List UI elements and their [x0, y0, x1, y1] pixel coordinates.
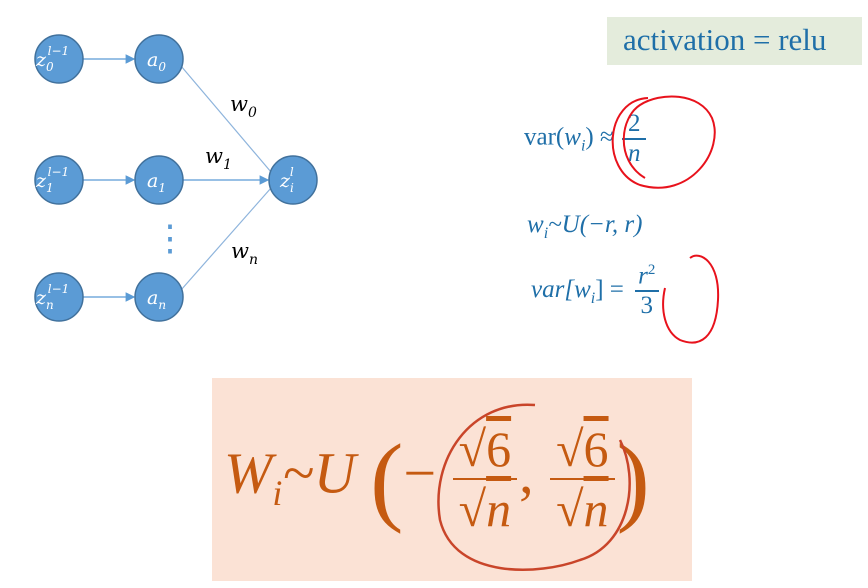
svg-text:zil: zil — [279, 165, 294, 195]
weight-wn: wn — [231, 239, 258, 268]
node-a1: a1 — [134, 155, 184, 205]
svg-text:znl−1: znl−1 — [35, 282, 69, 312]
svg-text:z1l−1: z1l−1 — [35, 165, 69, 195]
edge-a0-zi — [180, 65, 272, 173]
activation-label: activation = relu — [623, 22, 827, 57]
node-zn: znl−1 — [34, 272, 84, 322]
node-an: an — [134, 272, 184, 322]
he-init-equation: Wi~U (− √6√n, √6√n) — [224, 421, 650, 537]
node-z1: z1l−1 — [34, 155, 84, 205]
svg-text:a1: a1 — [147, 170, 166, 195]
svg-text:z0l−1: z0l−1 — [35, 44, 69, 74]
svg-text:an: an — [147, 287, 166, 312]
ellipsis-dots: ⋮ — [152, 218, 188, 259]
node-zi: zil — [268, 155, 318, 205]
weight-w1: w1 — [205, 144, 232, 173]
weight-w0: w0 — [230, 92, 257, 121]
node-z0: z0l−1 — [34, 34, 84, 84]
svg-text:a0: a0 — [147, 49, 166, 74]
node-a0: a0 — [134, 34, 184, 84]
uniform-distribution-equation: wi~U(−r, r) — [527, 211, 643, 242]
activation-box — [607, 17, 862, 65]
edge-an-zi — [180, 187, 272, 291]
